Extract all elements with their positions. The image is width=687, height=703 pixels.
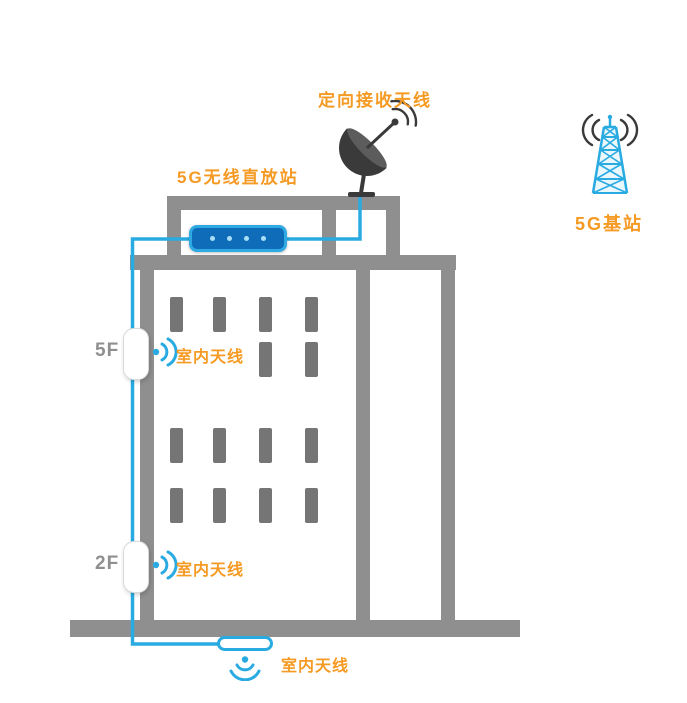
cell-tower-icon: [581, 113, 639, 194]
wifi-waves-down-icon: [229, 656, 261, 681]
window: [305, 488, 318, 523]
label-indoor-antenna-ground: 室内天线: [281, 658, 350, 675]
window: [259, 428, 272, 463]
window: [259, 297, 272, 332]
satellite-dish-icon: [339, 100, 418, 197]
window: [170, 297, 183, 332]
wall-inner-right: [356, 270, 370, 620]
indicator-dot: [210, 236, 215, 241]
window: [305, 297, 318, 332]
label-floor-2f: 2F: [95, 553, 120, 574]
label-indoor-antenna-5f: 室内天线: [176, 349, 245, 366]
indoor-antenna-ground: [217, 636, 273, 651]
wall-outer-right: [441, 270, 455, 620]
label-base-station: 5G基站: [575, 214, 644, 234]
window: [213, 428, 226, 463]
label-floor-5f: 5F: [95, 340, 120, 361]
ground-slab: [70, 620, 520, 637]
roof-parapet-post-right: [386, 196, 400, 255]
label-repeater: 5G无线直放站: [177, 168, 299, 187]
window: [170, 428, 183, 463]
window: [259, 342, 272, 377]
indoor-antenna-5f: [123, 328, 149, 380]
window: [213, 488, 226, 523]
indicator-dot: [227, 236, 232, 241]
window: [259, 488, 272, 523]
roof-parapet-post-middle: [322, 196, 336, 255]
window: [170, 488, 183, 523]
window: [305, 342, 318, 377]
window: [305, 428, 318, 463]
label-directional-receive-antenna: 定向接收天线: [318, 91, 432, 110]
label-indoor-antenna-2f: 室内天线: [176, 562, 245, 579]
indoor-antenna-2f: [123, 541, 149, 593]
window: [213, 297, 226, 332]
indicator-dot: [261, 236, 266, 241]
indicator-dot: [244, 236, 249, 241]
roof-slab: [130, 255, 456, 270]
roof-parapet-post-left: [167, 196, 181, 255]
repeater-device: [189, 225, 287, 252]
